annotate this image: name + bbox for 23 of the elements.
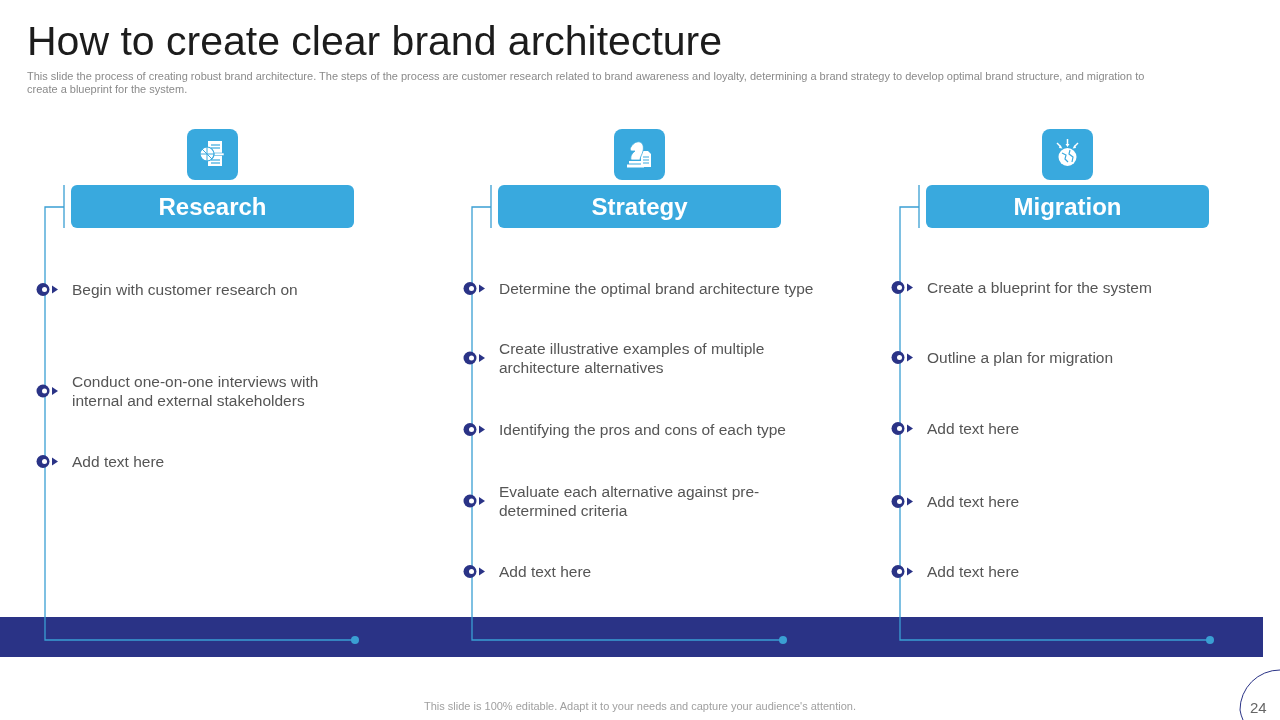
stage-header	[498, 185, 781, 228]
bullet-text: Create illustrative examples of multiple architecture alternatives	[499, 339, 766, 377]
bullet-text: Outline a plan for migration	[927, 347, 1115, 367]
bullet-text: Evaluate each alternative against pre-determined criteria	[499, 482, 761, 520]
bullet-text: Create a blueprint for the system	[927, 277, 1153, 297]
slide-title: How to create clear brand architecture	[27, 17, 723, 66]
footer-note: This slide is 100% editable. Adapt it to your needs and capture your audience's attention.	[423, 699, 857, 713]
bullet-text: Conduct one-on-one interviews with internal and external stakeholders	[72, 372, 320, 410]
bullet-text: Add text here	[927, 491, 1021, 511]
slide-description: This slide the process of creating robust brand architecture. The steps of the process are customer research related to brand awareness and loyalty, determining a brand strategy to develop optimal brand structure, and migration to create a blueprint for the system.	[27, 70, 1146, 96]
stage-title: Strategy	[591, 194, 688, 219]
stage-header	[926, 185, 1209, 228]
bullet-text: Add text here	[499, 561, 593, 581]
bullet-text: Add text here	[927, 561, 1021, 581]
bullet-text: Identifying the pros and cons of each type	[499, 419, 787, 439]
stage-title: Research	[158, 194, 267, 219]
bullet-text: Begin with customer research on	[72, 279, 299, 299]
stage-header	[71, 185, 354, 228]
bullet-text: Add text here	[72, 451, 166, 471]
bullet-text: Add text here	[927, 418, 1021, 438]
page-number: 24	[1250, 699, 1267, 717]
stage-title: Migration	[1013, 194, 1122, 219]
bullet-text: Determine the optimal brand architecture type	[499, 278, 815, 298]
